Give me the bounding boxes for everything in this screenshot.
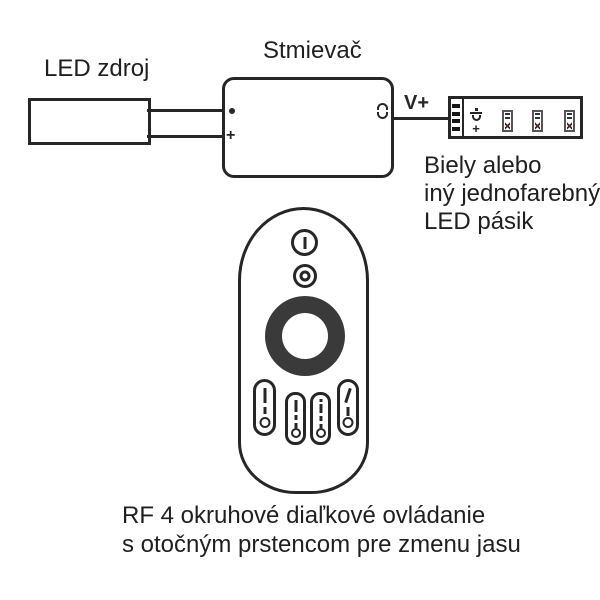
remote-caption: RF 4 okruhové diaľkové ovládanie s otočn… (122, 502, 521, 559)
zone-button-3 (310, 392, 331, 445)
led-source-box (28, 98, 151, 145)
rotary-ring (265, 296, 345, 376)
output-terminal-arc-top-icon (377, 103, 388, 110)
zone-button-1 (253, 379, 276, 436)
led-source-label: LED zdroj (44, 55, 150, 82)
power-button-icon (291, 229, 318, 256)
strip-caption-line-2: iný jednofarebný (424, 180, 600, 207)
wire-source-plus (147, 135, 223, 138)
dimmer-label: Stmievač (263, 37, 362, 64)
strip-caption-line-3: LED pásik (424, 208, 534, 235)
strip-connector-icon (451, 99, 464, 136)
zone-button-2 (285, 392, 306, 445)
output-terminal-arc-bottom-icon (377, 112, 388, 119)
strip-caption: Biely alebo iný jednofarebný LED pásik (424, 152, 600, 236)
ring-button-icon (293, 264, 317, 288)
wire-dimmer-strip (393, 117, 449, 120)
minus-terminal-dot (229, 108, 235, 114)
strip-caption-line-1: Biely alebo (424, 152, 542, 179)
remote-caption-line-1: RF 4 okruhové diaľkové ovládanie (122, 502, 486, 529)
wire-source-minus (147, 109, 223, 112)
led-chip-icon (502, 110, 513, 132)
strip-component-icon: + (470, 108, 482, 135)
dimmer-box (222, 77, 394, 178)
led-chip-icon (564, 110, 575, 132)
v-plus-label: V+ (404, 92, 430, 114)
strip-plus-label: + (472, 121, 480, 136)
led-chip-icon (532, 110, 543, 132)
zone-button-4 (337, 379, 359, 436)
led-strip: + (448, 96, 583, 139)
remote-caption-line-2: s otočným prstencom pre zmenu jasu (122, 530, 521, 558)
plus-terminal-label: + (226, 127, 236, 144)
remote-control (238, 207, 369, 494)
